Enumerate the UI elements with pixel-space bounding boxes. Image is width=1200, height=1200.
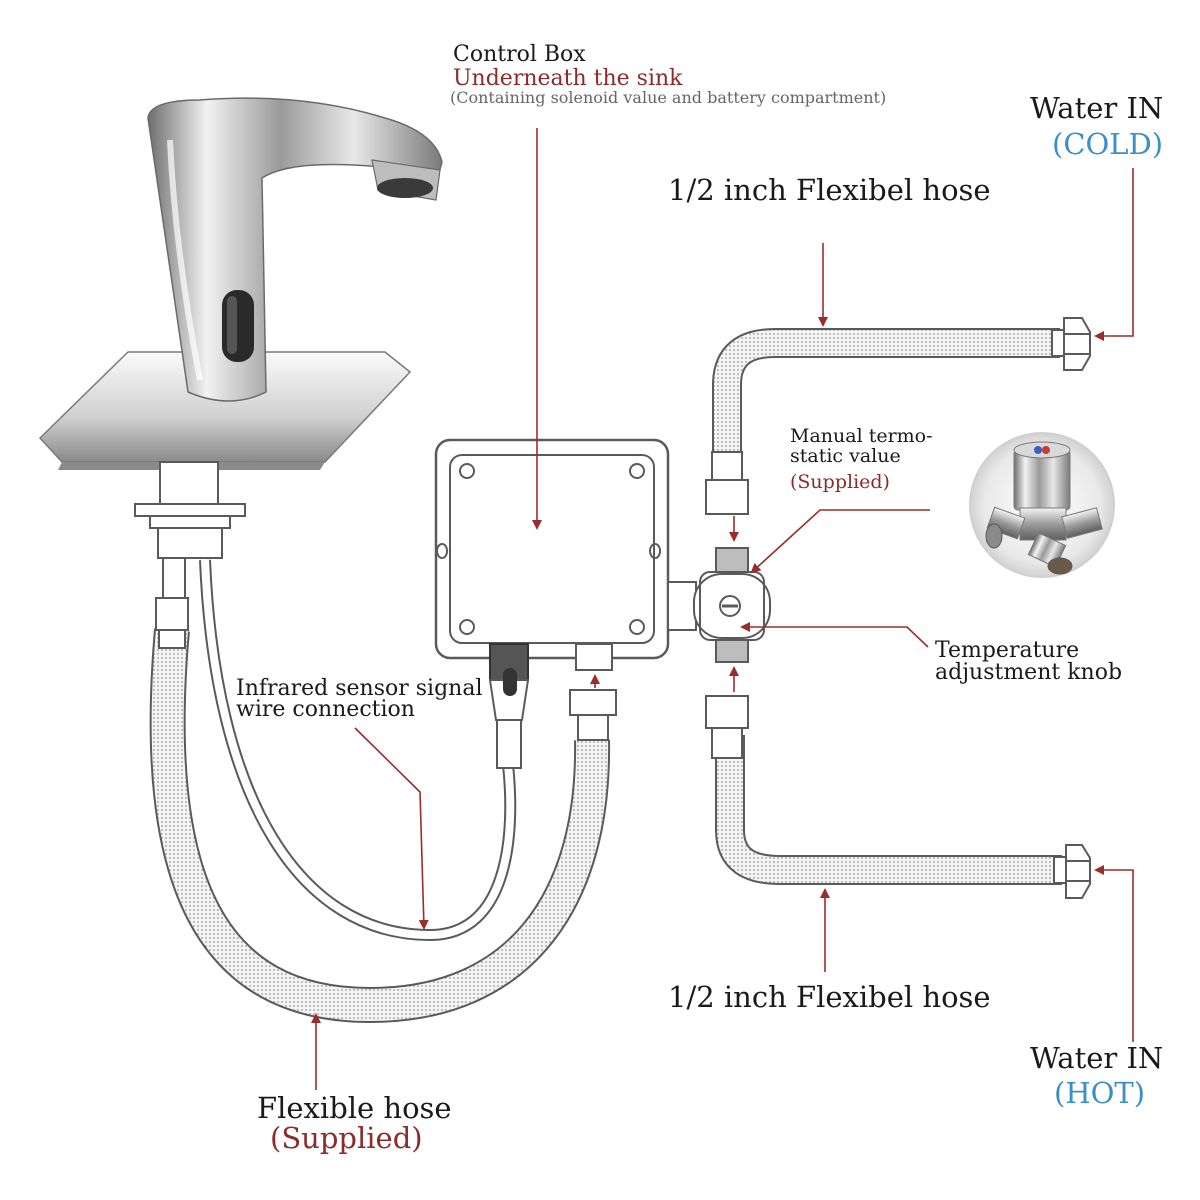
hot-label: (HOT): [1054, 1076, 1146, 1110]
cold-water-hose: [705, 317, 1091, 515]
sensor-wire: [199, 559, 517, 942]
leader-arrows: [311, 128, 1134, 1090]
hex-nut-icon: [1051, 317, 1091, 371]
control-box-title: Control Box: [453, 42, 586, 67]
control-box-icon: [434, 438, 697, 769]
faucet-image: [38, 97, 443, 470]
water-in-hot-label: Water IN: [1030, 1041, 1164, 1075]
hose-top-label: 1/2 inch Flexibel hose: [668, 173, 991, 207]
control-box-location: Underneath the sink: [453, 66, 683, 91]
cold-label: (COLD): [1052, 127, 1164, 161]
valve-label-line2: static value: [790, 445, 901, 467]
valve-label-line1: Manual termo-: [790, 425, 933, 447]
hex-nut-icon: [1053, 844, 1091, 899]
thermostatic-valve-icon: [693, 547, 771, 663]
hot-water-hose: [705, 695, 1091, 899]
flexible-hose-label: Flexible hose: [257, 1091, 452, 1125]
faucet-flexible-hose: [149, 597, 617, 1024]
hose-bottom-label: 1/2 inch Flexibel hose: [668, 980, 991, 1014]
sensor-label-line1: Infrared sensor signal: [236, 676, 483, 701]
valve-supplied-label: (Supplied): [790, 471, 890, 493]
temp-label-line2: adjustment knob: [935, 660, 1123, 685]
control-box-note: (Containing solenoid value and battery c…: [450, 88, 887, 107]
mounting-shank: [134, 461, 246, 599]
sensor-label-line2: wire connection: [236, 697, 415, 722]
water-in-cold-label: Water IN: [1030, 91, 1164, 125]
temp-label-line1: Temperature: [935, 638, 1080, 663]
valve-photo: [969, 432, 1115, 578]
flexible-hose-supplied-label: (Supplied): [270, 1121, 423, 1155]
